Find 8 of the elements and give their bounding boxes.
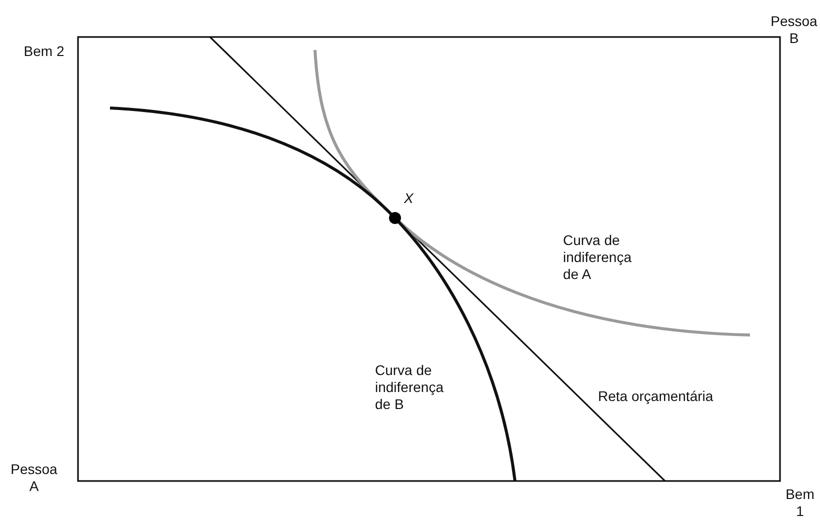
axis-label: Bem 2 [22, 43, 66, 60]
curve-label: Curva de indiferença de A [563, 232, 632, 283]
axis-label: Bem 1 [784, 486, 816, 520]
curve-label: Curva de indiferença de B [375, 362, 444, 413]
axis-label: Pessoa B [770, 13, 818, 47]
axis-label: Pessoa A [10, 461, 58, 495]
line-label: Reta orçamentária [598, 388, 714, 405]
point-label: X [404, 190, 414, 207]
